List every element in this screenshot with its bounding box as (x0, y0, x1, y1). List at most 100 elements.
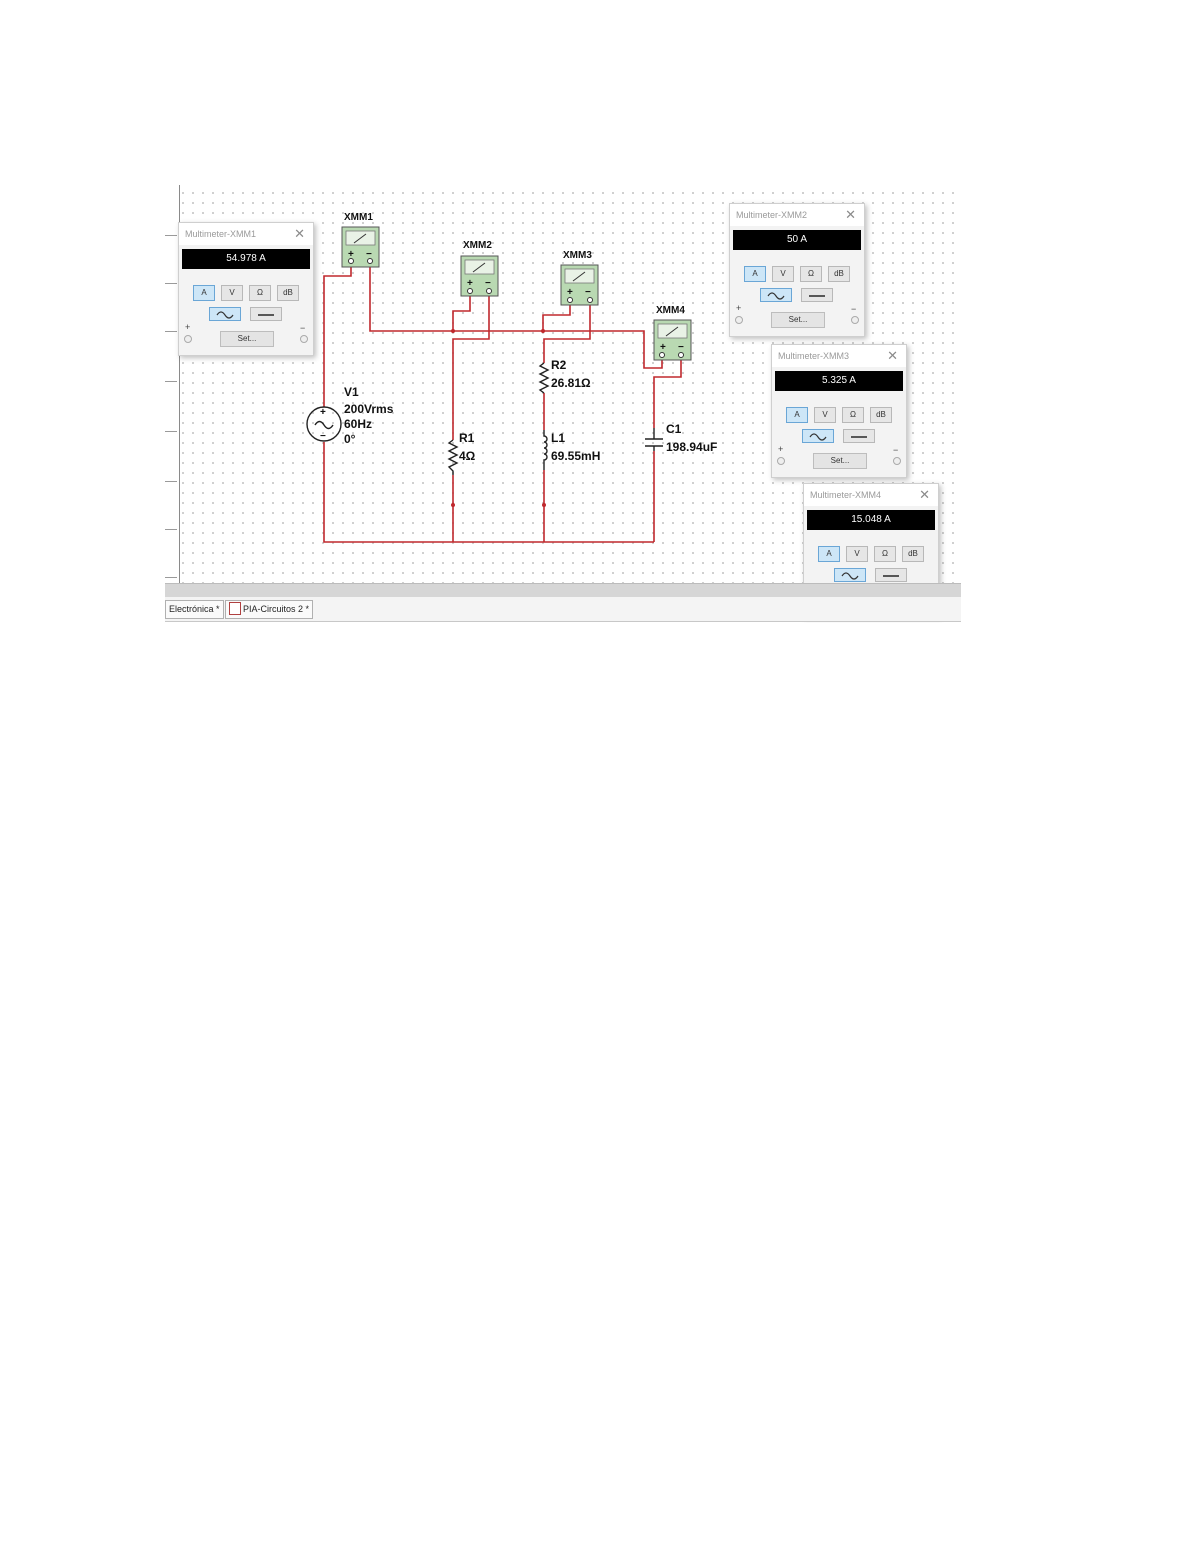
mode-button-voltmeter[interactable]: V (772, 266, 794, 282)
ruler-tick (165, 331, 177, 332)
capacitor-c1[interactable]: C1 198.94uF (645, 422, 717, 454)
negative-terminal-label: − (851, 304, 857, 314)
sine-wave-icon (809, 433, 827, 441)
multimeter-reading: 50 A (733, 230, 861, 250)
negative-terminal-label: − (300, 323, 306, 333)
source-phase: 0° (344, 432, 356, 446)
junction (451, 503, 455, 507)
tab-pia-circuitos-2[interactable]: PIA-Circuitos 2 * (225, 600, 314, 619)
schematic-workspace[interactable]: + − V1 200Vrms 60Hz 0° R1 4Ω R2 26.81Ω (165, 185, 961, 617)
meter-plus: + (567, 287, 573, 298)
positive-terminal[interactable] (184, 335, 192, 343)
window-titlebar[interactable]: Multimeter-XMM3 ✕ (772, 345, 906, 367)
junction (451, 329, 455, 333)
meter-symbol-xmm1[interactable]: XMM1 + − (341, 212, 380, 268)
meter-minus: − (485, 278, 491, 289)
mode-button-ammeter[interactable]: A (786, 407, 808, 423)
negative-terminal[interactable] (300, 335, 308, 343)
meter-symbol-xmm4[interactable]: XMM4 + − (653, 305, 692, 361)
multisim-screenshot: + − V1 200Vrms 60Hz 0° R1 4Ω R2 26.81Ω (165, 185, 961, 628)
dc-mode-button[interactable] (801, 288, 833, 302)
ac-mode-button[interactable] (760, 288, 792, 302)
positive-terminal[interactable] (777, 457, 785, 465)
horizontal-scrollbar[interactable] (165, 583, 961, 598)
dc-line-icon (851, 436, 867, 438)
multimeter-reading: 54.978 A (182, 249, 310, 269)
meter-minus: − (366, 249, 372, 260)
dc-mode-button[interactable] (250, 307, 282, 321)
ruler-tick (165, 235, 177, 236)
tab-label: Electrónica * (169, 604, 220, 614)
mode-button-ammeter[interactable]: A (193, 285, 215, 301)
capacitor-symbol (645, 428, 663, 451)
multimeter-window-xmm3[interactable]: Multimeter-XMM3 ✕ 5.325 A A V Ω dB + − S… (771, 344, 907, 478)
resistor-r1[interactable]: R1 4Ω (447, 431, 476, 475)
meter-symbol-xmm2[interactable]: XMM2 + − (460, 240, 499, 297)
mode-button-ohmmeter[interactable]: Ω (249, 285, 271, 301)
mode-button-ohmmeter[interactable]: Ω (842, 407, 864, 423)
window-titlebar[interactable]: Multimeter-XMM2 ✕ (730, 204, 864, 226)
set-button[interactable]: Set... (220, 331, 274, 347)
set-button[interactable]: Set... (771, 312, 825, 328)
window-titlebar[interactable]: Multimeter-XMM4 ✕ (804, 484, 938, 506)
mode-button-decibel[interactable]: dB (828, 266, 850, 282)
resistor-symbol (447, 439, 459, 475)
resistor-symbol (538, 362, 550, 394)
xmm1-label: XMM1 (344, 212, 373, 223)
meter-needle (572, 271, 586, 282)
ac-mode-button[interactable] (209, 307, 241, 321)
schematic-file-icon (229, 602, 241, 616)
multimeter-reading: 5.325 A (775, 371, 903, 391)
meter-terminal (348, 258, 354, 264)
mode-button-ammeter[interactable]: A (818, 546, 840, 562)
negative-terminal[interactable] (851, 316, 859, 324)
window-title: Multimeter-XMM4 (810, 490, 882, 500)
negative-terminal[interactable] (893, 457, 901, 465)
meter-needle (472, 262, 486, 273)
resistor-r2[interactable]: R2 26.81Ω (538, 358, 591, 394)
r1-value: 4Ω (459, 449, 476, 463)
set-button[interactable]: Set... (813, 453, 867, 469)
window-titlebar[interactable]: Multimeter-XMM1 ✕ (179, 223, 313, 245)
close-icon[interactable]: ✕ (294, 226, 305, 241)
ac-mode-button[interactable] (834, 568, 866, 582)
mode-button-ammeter[interactable]: A (744, 266, 766, 282)
mode-button-decibel[interactable]: dB (870, 407, 892, 423)
tab-label: PIA-Circuitos 2 * (243, 604, 310, 614)
close-icon[interactable]: ✕ (887, 348, 898, 363)
mode-button-voltmeter[interactable]: V (846, 546, 868, 562)
mode-button-ohmmeter[interactable]: Ω (874, 546, 896, 562)
close-icon[interactable]: ✕ (845, 207, 856, 222)
junction (542, 503, 546, 507)
dc-mode-button[interactable] (875, 568, 907, 582)
sine-wave-icon (216, 311, 234, 319)
meter-terminal (567, 297, 573, 303)
mode-button-decibel[interactable]: dB (902, 546, 924, 562)
mode-button-voltmeter[interactable]: V (814, 407, 836, 423)
inductor-l1[interactable]: L1 69.55mH (543, 430, 600, 470)
positive-terminal[interactable] (735, 316, 743, 324)
xmm3-label: XMM3 (563, 250, 592, 261)
c1-value: 198.94uF (666, 440, 717, 454)
meter-terminal (367, 258, 373, 264)
l1-value: 69.55mH (551, 449, 600, 463)
mode-button-decibel[interactable]: dB (277, 285, 299, 301)
ac-mode-button[interactable] (802, 429, 834, 443)
ruler-tick (165, 577, 177, 578)
multimeter-window-xmm1[interactable]: Multimeter-XMM1 ✕ 54.978 A A V Ω dB + − … (178, 222, 314, 356)
meter-plus: + (348, 249, 354, 260)
tab-electronica[interactable]: Electrónica * (165, 600, 224, 619)
mode-button-ohmmeter[interactable]: Ω (800, 266, 822, 282)
meter-needle (665, 326, 679, 337)
multimeter-window-xmm2[interactable]: Multimeter-XMM2 ✕ 50 A A V Ω dB + − Set.… (729, 203, 865, 337)
dc-mode-button[interactable] (843, 429, 875, 443)
close-icon[interactable]: ✕ (919, 487, 930, 502)
meter-symbol-xmm3[interactable]: XMM3 + − (560, 250, 599, 306)
positive-terminal-label: + (736, 303, 742, 313)
meter-terminal (678, 352, 684, 358)
mode-button-voltmeter[interactable]: V (221, 285, 243, 301)
meter-terminal (659, 352, 665, 358)
r2-value: 26.81Ω (551, 376, 591, 390)
ac-voltage-source-v1[interactable]: + − V1 200Vrms 60Hz 0° (306, 385, 394, 446)
r1-ref: R1 (459, 431, 475, 445)
